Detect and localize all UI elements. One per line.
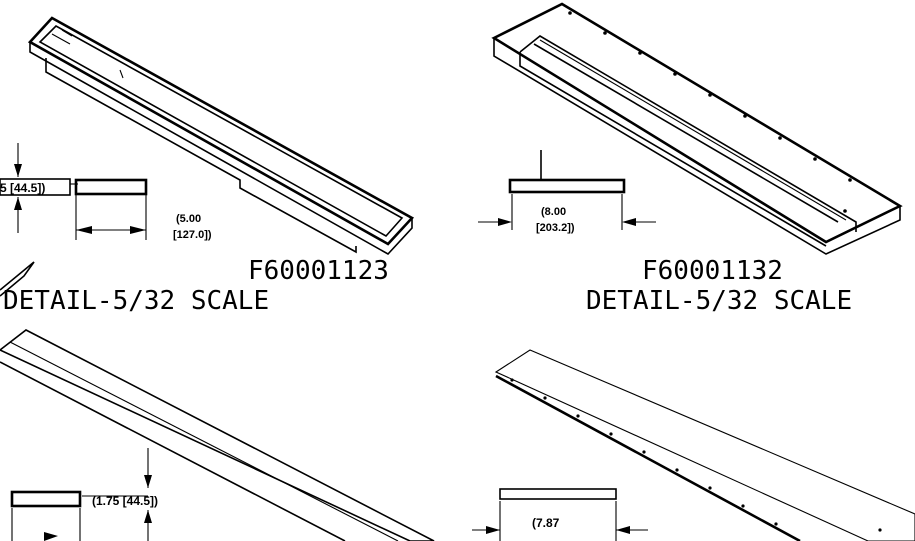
tray-isometric [27,16,415,256]
svg-text:[203.2]): [203.2]) [536,222,575,234]
part-number-f60001132: F60001132 [642,256,783,286]
channel-panel-isometric [491,2,903,255]
flat-panel-height-dimension: (1.75 [44.5]) [82,448,158,541]
svg-text:(8.00: (8.00 [541,206,566,218]
detail-flat-panel-view: (1.75 [44.5]) [0,329,435,541]
perforated-panel-isometric [494,349,915,541]
flat-panel-isometric [0,329,435,541]
detail-f60001132-view: (8.00 [203.2]) F60001132 DETAIL-5/32 SCA… [478,2,903,316]
svg-text:(5.00: (5.00 [176,213,201,225]
caption-f60001123: DETAIL-5/32 SCALE [3,286,269,316]
flat-panel-height-label: (1.75 [44.5]) [92,494,158,508]
detail-perforated-panel-view: (7.87 [472,349,915,541]
perforated-panel-profile: (7.87 [472,488,648,541]
end-profile-view [74,178,148,240]
part-number-f60001123: F60001123 [248,256,389,286]
channel-end-profile [478,150,656,230]
perforated-panel-width-label: (7.87 [532,516,560,530]
caption-f60001132: DETAIL-5/32 SCALE [586,286,852,316]
height-dimension-label: 5 [44.5]) [0,181,45,195]
partial-panel-edge [0,261,35,297]
svg-text:[127.0]): [127.0]) [173,229,212,241]
height-dimension: 5 [44.5]) [0,143,78,233]
flat-panel-profile [10,490,82,541]
channel-width-dimension-label: (8.00 [203.2]) [536,206,575,234]
detail-f60001123-view: 5 [44.5]) (5.00 [127.0]) F60001123 DETAI… [0,16,415,316]
width-dimension-label: (5.00 [127.0]) [173,213,212,241]
